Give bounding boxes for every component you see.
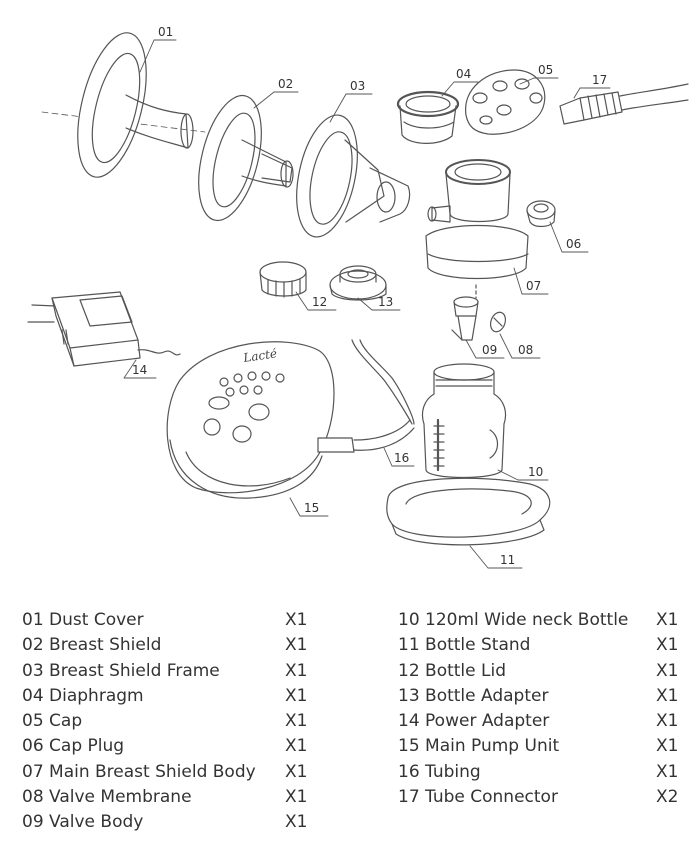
cap-plug-part [526, 200, 556, 228]
part-name: 12 Bottle Lid [398, 660, 507, 681]
tube-connector-part [559, 83, 689, 125]
part-qty: X1 [656, 711, 679, 732]
bottle-lid-part [259, 261, 307, 298]
part-name: 04 Diaphragm [22, 685, 144, 706]
part-row: 02 Breast Shield X1 [22, 633, 312, 658]
callout-02: 02 [278, 77, 293, 91]
callout-01: 01 [158, 25, 173, 39]
part-row: 07 Main Breast Shield Body X1 [22, 760, 312, 785]
part-name: 02 Breast Shield [22, 635, 162, 656]
part-qty: X1 [656, 635, 679, 656]
part-name: 08 Valve Membrane [22, 787, 192, 808]
part-qty: X1 [656, 761, 679, 782]
valve-membrane-part [489, 311, 507, 333]
part-qty: X1 [285, 736, 308, 757]
callout-15: 15 [304, 501, 319, 515]
tubing-part [317, 339, 415, 453]
part-row: 01 Dust Cover X1 [22, 608, 312, 633]
callout-16: 16 [394, 451, 409, 465]
part-row: 05 Cap X1 [22, 709, 312, 734]
part-name: 15 Main Pump Unit [398, 736, 560, 757]
bottle-adapter-part [329, 265, 387, 301]
part-row: 17 Tube Connector X2 [398, 785, 683, 810]
part-qty: X1 [285, 812, 308, 833]
main-breast-shield-body-part [425, 159, 529, 299]
leader-lines [123, 39, 611, 569]
part-name: 09 Valve Body [22, 812, 144, 833]
callout-04: 04 [456, 67, 471, 81]
part-name: 13 Bottle Adapter [398, 685, 549, 706]
part-qty: X2 [656, 787, 679, 808]
part-qty: X1 [285, 660, 308, 681]
brand-label: Lacté [241, 346, 277, 365]
part-qty: X1 [285, 711, 308, 732]
part-name: 06 Cap Plug [22, 736, 125, 757]
part-row: 16 Tubing X1 [398, 760, 683, 785]
part-row: 06 Cap Plug X1 [22, 734, 312, 759]
callout-11: 11 [500, 553, 515, 567]
part-qty: X1 [285, 610, 308, 630]
callout-14: 14 [132, 363, 147, 377]
callout-06: 06 [566, 237, 581, 251]
part-qty: X1 [656, 610, 679, 630]
part-name: 16 Tubing [398, 761, 481, 782]
part-name: 03 Breast Shield Frame [22, 660, 220, 681]
part-row: 08 Valve Membrane X1 [22, 785, 312, 810]
part-row: 11 Bottle Stand X1 [398, 633, 683, 658]
callout-03: 03 [350, 79, 365, 93]
part-name: 17 Tube Connector [398, 787, 558, 808]
part-row: 09 Valve Body X1 [22, 810, 312, 835]
part-row: 14 Power Adapter X1 [398, 709, 683, 734]
callout-13: 13 [378, 295, 393, 309]
part-name: 10 120ml Wide neck Bottle [398, 610, 629, 630]
callout-08: 08 [518, 343, 533, 357]
callout-12: 12 [312, 295, 327, 309]
part-qty: X1 [285, 761, 308, 782]
valve-body-part [451, 296, 479, 341]
part-name: 05 Cap [22, 711, 83, 732]
main-pump-unit-part: Lacté [166, 341, 335, 499]
part-name: 07 Main Breast Shield Body [22, 761, 256, 782]
part-qty: X1 [656, 736, 679, 757]
breast-shield-part [198, 94, 294, 222]
part-row: 12 Bottle Lid X1 [398, 659, 683, 684]
diaphragm-part [396, 90, 460, 144]
part-row: 03 Breast Shield Frame X1 [22, 659, 312, 684]
dust-cover-part [41, 32, 206, 178]
part-row: 13 Bottle Adapter X1 [398, 684, 683, 709]
part-row: 04 Diaphragm X1 [22, 684, 312, 709]
bottle-stand-part [386, 477, 551, 546]
callout-10: 10 [528, 465, 543, 479]
power-adapter-part [27, 291, 181, 367]
breast-shield-frame-part [296, 114, 411, 238]
part-row: 15 Main Pump Unit X1 [398, 734, 683, 759]
part-qty: X1 [285, 787, 308, 808]
part-row: 10 120ml Wide neck Bottle X1 [398, 608, 683, 633]
callout-numbers: 01 02 03 04 05 17 06 07 12 13 09 08 14 1… [132, 25, 607, 567]
part-qty: X1 [656, 660, 679, 681]
callout-17: 17 [592, 73, 607, 87]
bottle-part [421, 363, 507, 479]
callout-09: 09 [482, 343, 497, 357]
part-name: 01 Dust Cover [22, 610, 144, 630]
part-name: 14 Power Adapter [398, 711, 550, 732]
part-name: 11 Bottle Stand [398, 635, 531, 656]
part-qty: X1 [656, 685, 679, 706]
callout-07: 07 [526, 279, 541, 293]
cap-part [465, 69, 546, 135]
part-qty: X1 [285, 685, 308, 706]
part-qty: X1 [285, 635, 308, 656]
callout-05: 05 [538, 63, 553, 77]
exploded-parts-diagram: Lacté [27, 25, 689, 569]
